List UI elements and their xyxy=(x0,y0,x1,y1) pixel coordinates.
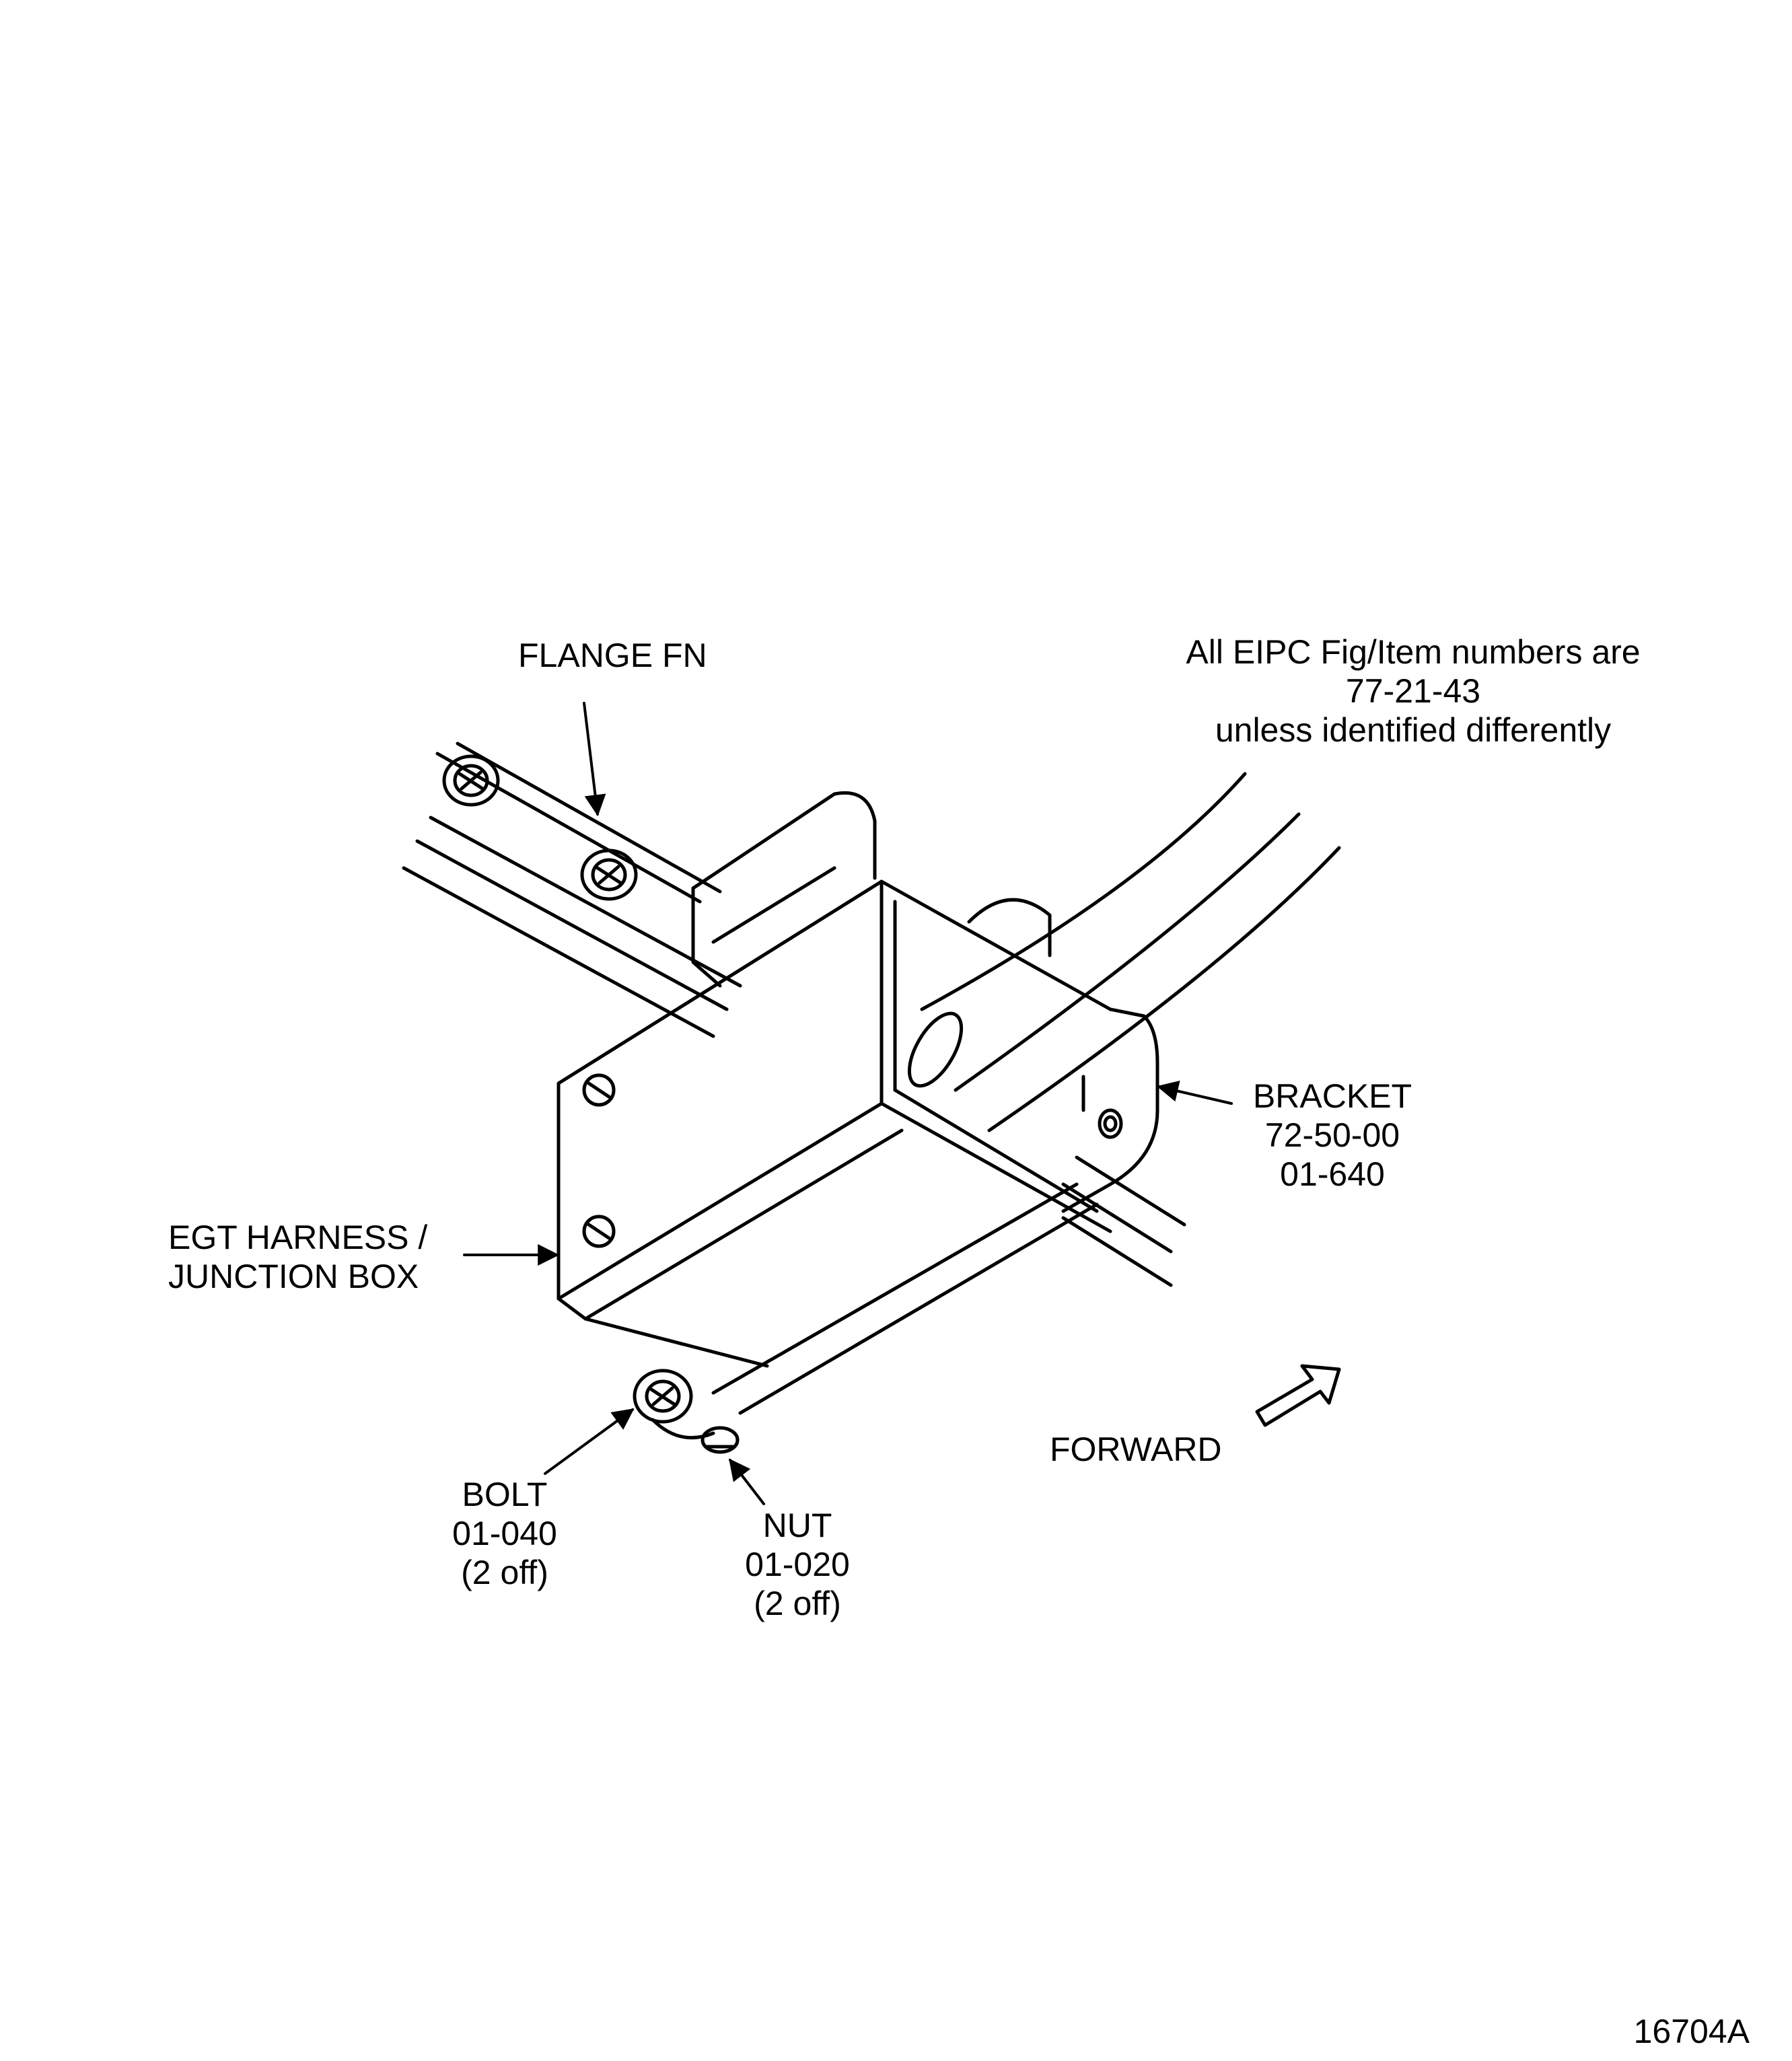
bracket-label-line-2: 72-50-00 xyxy=(1264,1116,1400,1154)
eipc-note-line-2: 77-21-43 xyxy=(1345,672,1481,710)
forward-label-text: FORWARD xyxy=(1050,1431,1222,1468)
eipc-note-line-3: unless identified differently xyxy=(1215,711,1612,749)
bracket-leader xyxy=(1156,1080,1233,1105)
bracket xyxy=(967,898,1159,1213)
nut-leader xyxy=(729,1458,765,1505)
bolt-label-line-3: (2 off) xyxy=(461,1554,548,1591)
junction-box xyxy=(557,791,1112,1415)
flange-label: FLANGE FN xyxy=(518,636,707,675)
lower-bolt xyxy=(633,1369,715,1440)
bolt-label: BOLT 01-040 (2 off) xyxy=(431,1475,579,1592)
eipc-note: All EIPC Fig/Item numbers are 77-21-43 u… xyxy=(1151,632,1676,750)
flange-leader xyxy=(583,702,606,817)
bracket-label-line-1: BRACKET xyxy=(1252,1077,1412,1115)
nut-label-line-3: (2 off) xyxy=(754,1585,841,1622)
junction-box-label-line-2: JUNCTION BOX xyxy=(168,1258,419,1295)
bracket-label-line-3: 01-640 xyxy=(1280,1155,1385,1193)
bolt-leader xyxy=(544,1408,635,1475)
flange-bolt-2 xyxy=(580,848,638,901)
figure-id-text: 16704A xyxy=(1633,2013,1750,2050)
flange-label-text: FLANGE FN xyxy=(518,637,707,674)
nut-label-line-2: 01-020 xyxy=(745,1546,850,1583)
flange-rail xyxy=(402,742,1186,1287)
harness-tube xyxy=(907,772,1341,1132)
nut-label-line-1: NUT xyxy=(762,1507,832,1544)
flange-bolt-1 xyxy=(442,754,500,807)
forward-label: FORWARD xyxy=(1050,1430,1222,1469)
lower-nut xyxy=(701,1426,740,1454)
junction-box-label: EGT HARNESS / JUNCTION BOX xyxy=(168,1218,427,1296)
forward-arrow-icon xyxy=(1255,1364,1341,1427)
junction-box-label-line-1: EGT HARNESS / xyxy=(168,1219,428,1256)
bolt-label-line-1: BOLT xyxy=(462,1476,548,1513)
figure-id: 16704A xyxy=(1602,2012,1750,2051)
bracket-label: BRACKET 72-50-00 01-640 xyxy=(1231,1077,1433,1194)
bolt-label-line-2: 01-040 xyxy=(452,1515,557,1552)
nut-label: NUT 01-020 (2 off) xyxy=(723,1506,871,1623)
eipc-note-line-1: All EIPC Fig/Item numbers are xyxy=(1186,633,1641,671)
